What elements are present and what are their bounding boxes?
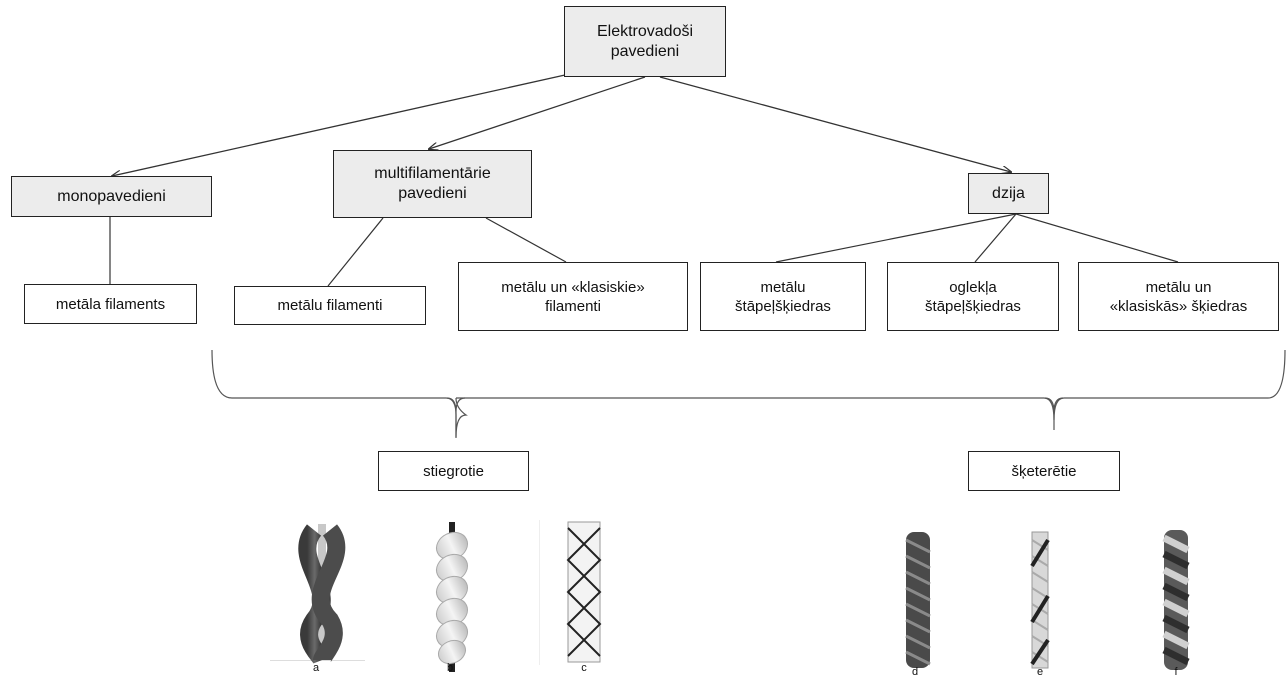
- yarn-child-mixed-fibres: metālu un «klasiskās» šķiedras: [1078, 262, 1279, 331]
- caption-d: d: [911, 666, 919, 678]
- group-label-twisted: šķeterētie: [968, 451, 1120, 491]
- connector-multi-child1: [327, 217, 384, 287]
- curly-brace-tip-left: [446, 397, 466, 438]
- caption-a: a: [312, 662, 320, 674]
- multifilament-node: multifilamentārie pavedieni: [333, 150, 532, 218]
- curly-brace-tip-right: [1044, 397, 1064, 430]
- group-label-reinforced: stiegrotie: [378, 451, 529, 491]
- connector-yarn-child1: [775, 213, 1017, 263]
- yarn-illustration-a: [270, 524, 365, 665]
- yarn-illustration-c: [539, 520, 602, 665]
- yarn-child-metal-staple: metālu štāpeļšķiedras: [700, 262, 866, 331]
- connector-multi-child2: [485, 217, 567, 263]
- arrow-root-multi: [429, 76, 646, 149]
- yarn-illustration-e: [1030, 531, 1050, 669]
- yarn-illustration-f: [1162, 530, 1190, 670]
- yarn-child-carbon-staple: oglekļa štāpeļšķiedras: [887, 262, 1059, 331]
- yarn-illustration-d: [905, 532, 931, 668]
- mono-child-metal-filament: metāla filaments: [24, 284, 197, 324]
- multi-child-metal-filaments: metālu filamenti: [234, 286, 426, 325]
- caption-c: c: [581, 662, 587, 674]
- arrow-root-mono: [112, 74, 566, 176]
- monofilament-node: monopavedieni: [11, 176, 212, 217]
- connector-yarn-child3: [1015, 213, 1179, 263]
- caption-b: b: [446, 662, 454, 674]
- connector-yarn-child2: [974, 213, 1017, 263]
- arrow-root-yarn: [659, 76, 1011, 172]
- multi-child-mixed-filaments: metālu un «klasiskie» filamenti: [458, 262, 688, 331]
- caption-e: e: [1036, 666, 1044, 678]
- yarn-node: dzija: [968, 173, 1049, 214]
- caption-f: f: [1174, 666, 1178, 678]
- root-node: Elektrovadoši pavedieni: [564, 6, 726, 77]
- curly-brace: [211, 349, 1286, 438]
- yarn-illustration-b: [435, 522, 469, 672]
